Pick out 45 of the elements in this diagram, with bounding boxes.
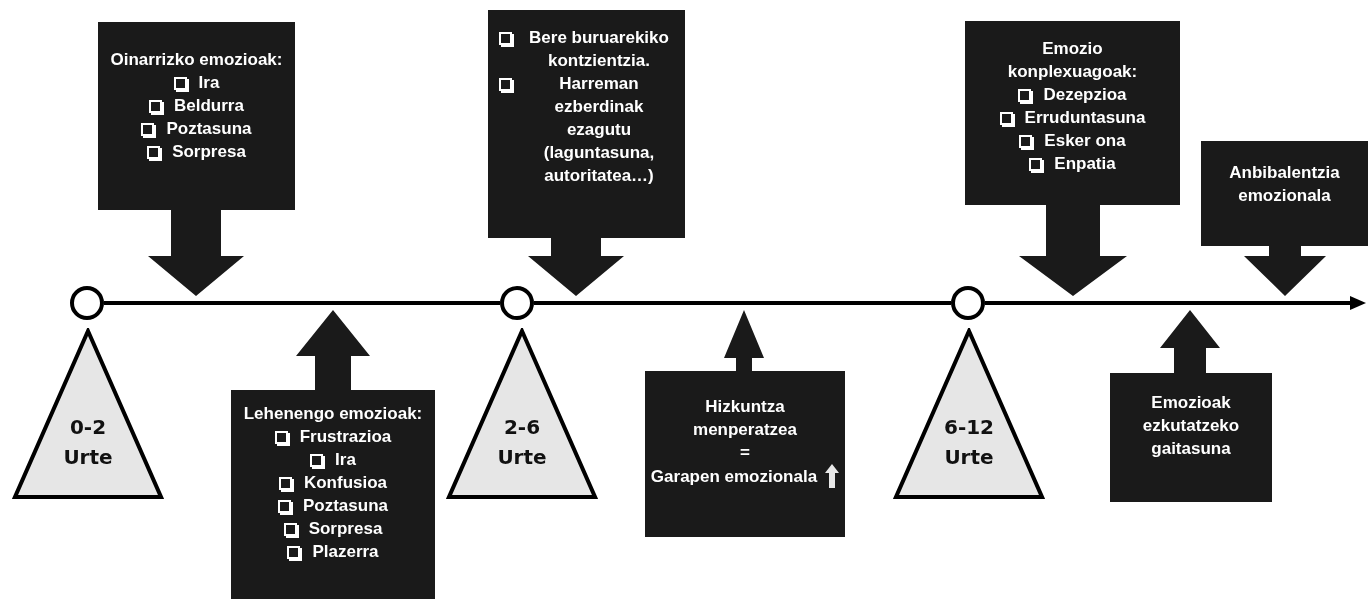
callout-text: Emozio konplexuagoak: xyxy=(1006,38,1139,83)
age-triangle xyxy=(446,328,598,500)
list-item: Poztasuna xyxy=(303,495,388,517)
callout-box xyxy=(645,371,845,537)
list-item: Bere buruarekiko kontzientzia. xyxy=(528,27,670,72)
block-arrow xyxy=(1244,246,1326,296)
callout-text: Lehenengo emozioak: xyxy=(243,403,423,425)
callout-box xyxy=(98,22,295,210)
callout-text: Oinarrizko emozioak: xyxy=(110,49,283,71)
list-item: Beldurra xyxy=(174,95,244,117)
age-triangle xyxy=(12,328,164,500)
callout-text: Anbibalentzia emozionala xyxy=(1228,162,1341,207)
callout-text: = xyxy=(740,442,750,464)
age-triangle xyxy=(893,328,1045,500)
age-label: 0-2 Urte xyxy=(62,414,114,471)
list-item: Ira xyxy=(335,449,356,471)
list-item: Sorpresa xyxy=(308,518,383,540)
callout-box xyxy=(488,10,685,238)
list-item: Frustrazioa xyxy=(299,426,392,448)
block-arrow xyxy=(296,310,370,390)
callout-text: Hizkuntza menperatzea xyxy=(692,396,798,441)
list-item: Ira xyxy=(198,72,220,94)
list-item: Harreman ezberdinak ezagutu (laguntasuna, autoritatea…) xyxy=(542,73,656,187)
age-label: 2-6 Urte xyxy=(496,414,548,471)
list-item: Sorpresa xyxy=(172,141,246,163)
timeline-arrow xyxy=(104,296,1366,310)
list-item: Poztasuna xyxy=(166,118,252,140)
list-item: Konfusioa xyxy=(303,472,388,494)
list-item: Dezepzioa xyxy=(1043,84,1127,106)
block-arrow xyxy=(724,310,764,371)
callout-text: Garapen emozionala xyxy=(650,466,818,488)
list-item: Plazerra xyxy=(312,541,379,563)
list-item: Esker ona xyxy=(1044,130,1126,152)
callout-box xyxy=(1201,141,1368,246)
age-label: 6-12 Urte xyxy=(942,414,996,471)
callout-box xyxy=(965,21,1180,205)
block-arrow xyxy=(1019,205,1127,296)
block-arrow xyxy=(148,210,244,296)
callout-box xyxy=(1110,373,1272,502)
list-item: Erruduntasuna xyxy=(1024,107,1146,129)
callout-text: Emozioak ezkutatzeko gaitasuna xyxy=(1141,392,1241,460)
list-item: Enpatia xyxy=(1054,153,1116,175)
block-arrow xyxy=(1160,310,1220,373)
block-arrow xyxy=(528,238,624,296)
callout-box xyxy=(231,390,435,599)
